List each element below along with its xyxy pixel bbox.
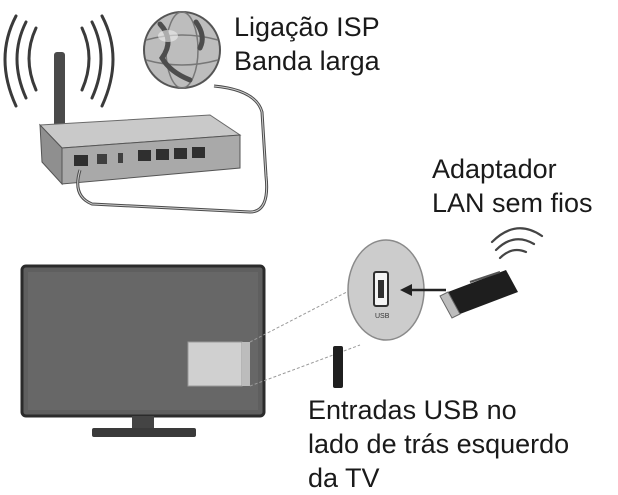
dongle-wifi-waves-icon <box>490 227 544 260</box>
isp-connection-label: Ligação ISP Banda larga <box>234 10 380 78</box>
tv-icon <box>20 264 371 437</box>
isp-label-line2: Banda larga <box>234 46 380 76</box>
adapter-label-line1: Adaptador <box>432 154 557 184</box>
wifi-dongle-icon <box>439 227 544 319</box>
usb-port-tag: USB <box>375 313 390 320</box>
tv-usb-area <box>187 341 243 387</box>
usb-label-line1: Entradas USB no <box>308 395 517 425</box>
globe-icon <box>143 11 221 89</box>
usb-label-line2: lado de trás esquerdo <box>308 429 570 459</box>
adapter-label-line2: LAN sem fios <box>432 188 593 218</box>
router-icon <box>3 14 269 214</box>
tv-stand-base <box>92 428 196 437</box>
isp-label-line1: Ligação ISP <box>234 12 380 42</box>
router-wifi-waves-icon <box>3 14 115 108</box>
wireless-adapter-label: Adaptador LAN sem fios <box>432 152 593 220</box>
usb-inputs-label: Entradas USB no lado de trás esquerdo da… <box>308 393 569 495</box>
usb-stick <box>333 346 343 388</box>
arrow-left-icon <box>400 284 412 296</box>
usb-label-line3: da TV <box>308 463 380 493</box>
tv-stand-neck <box>132 416 154 428</box>
usb-port-magnifier: USB <box>347 239 446 341</box>
